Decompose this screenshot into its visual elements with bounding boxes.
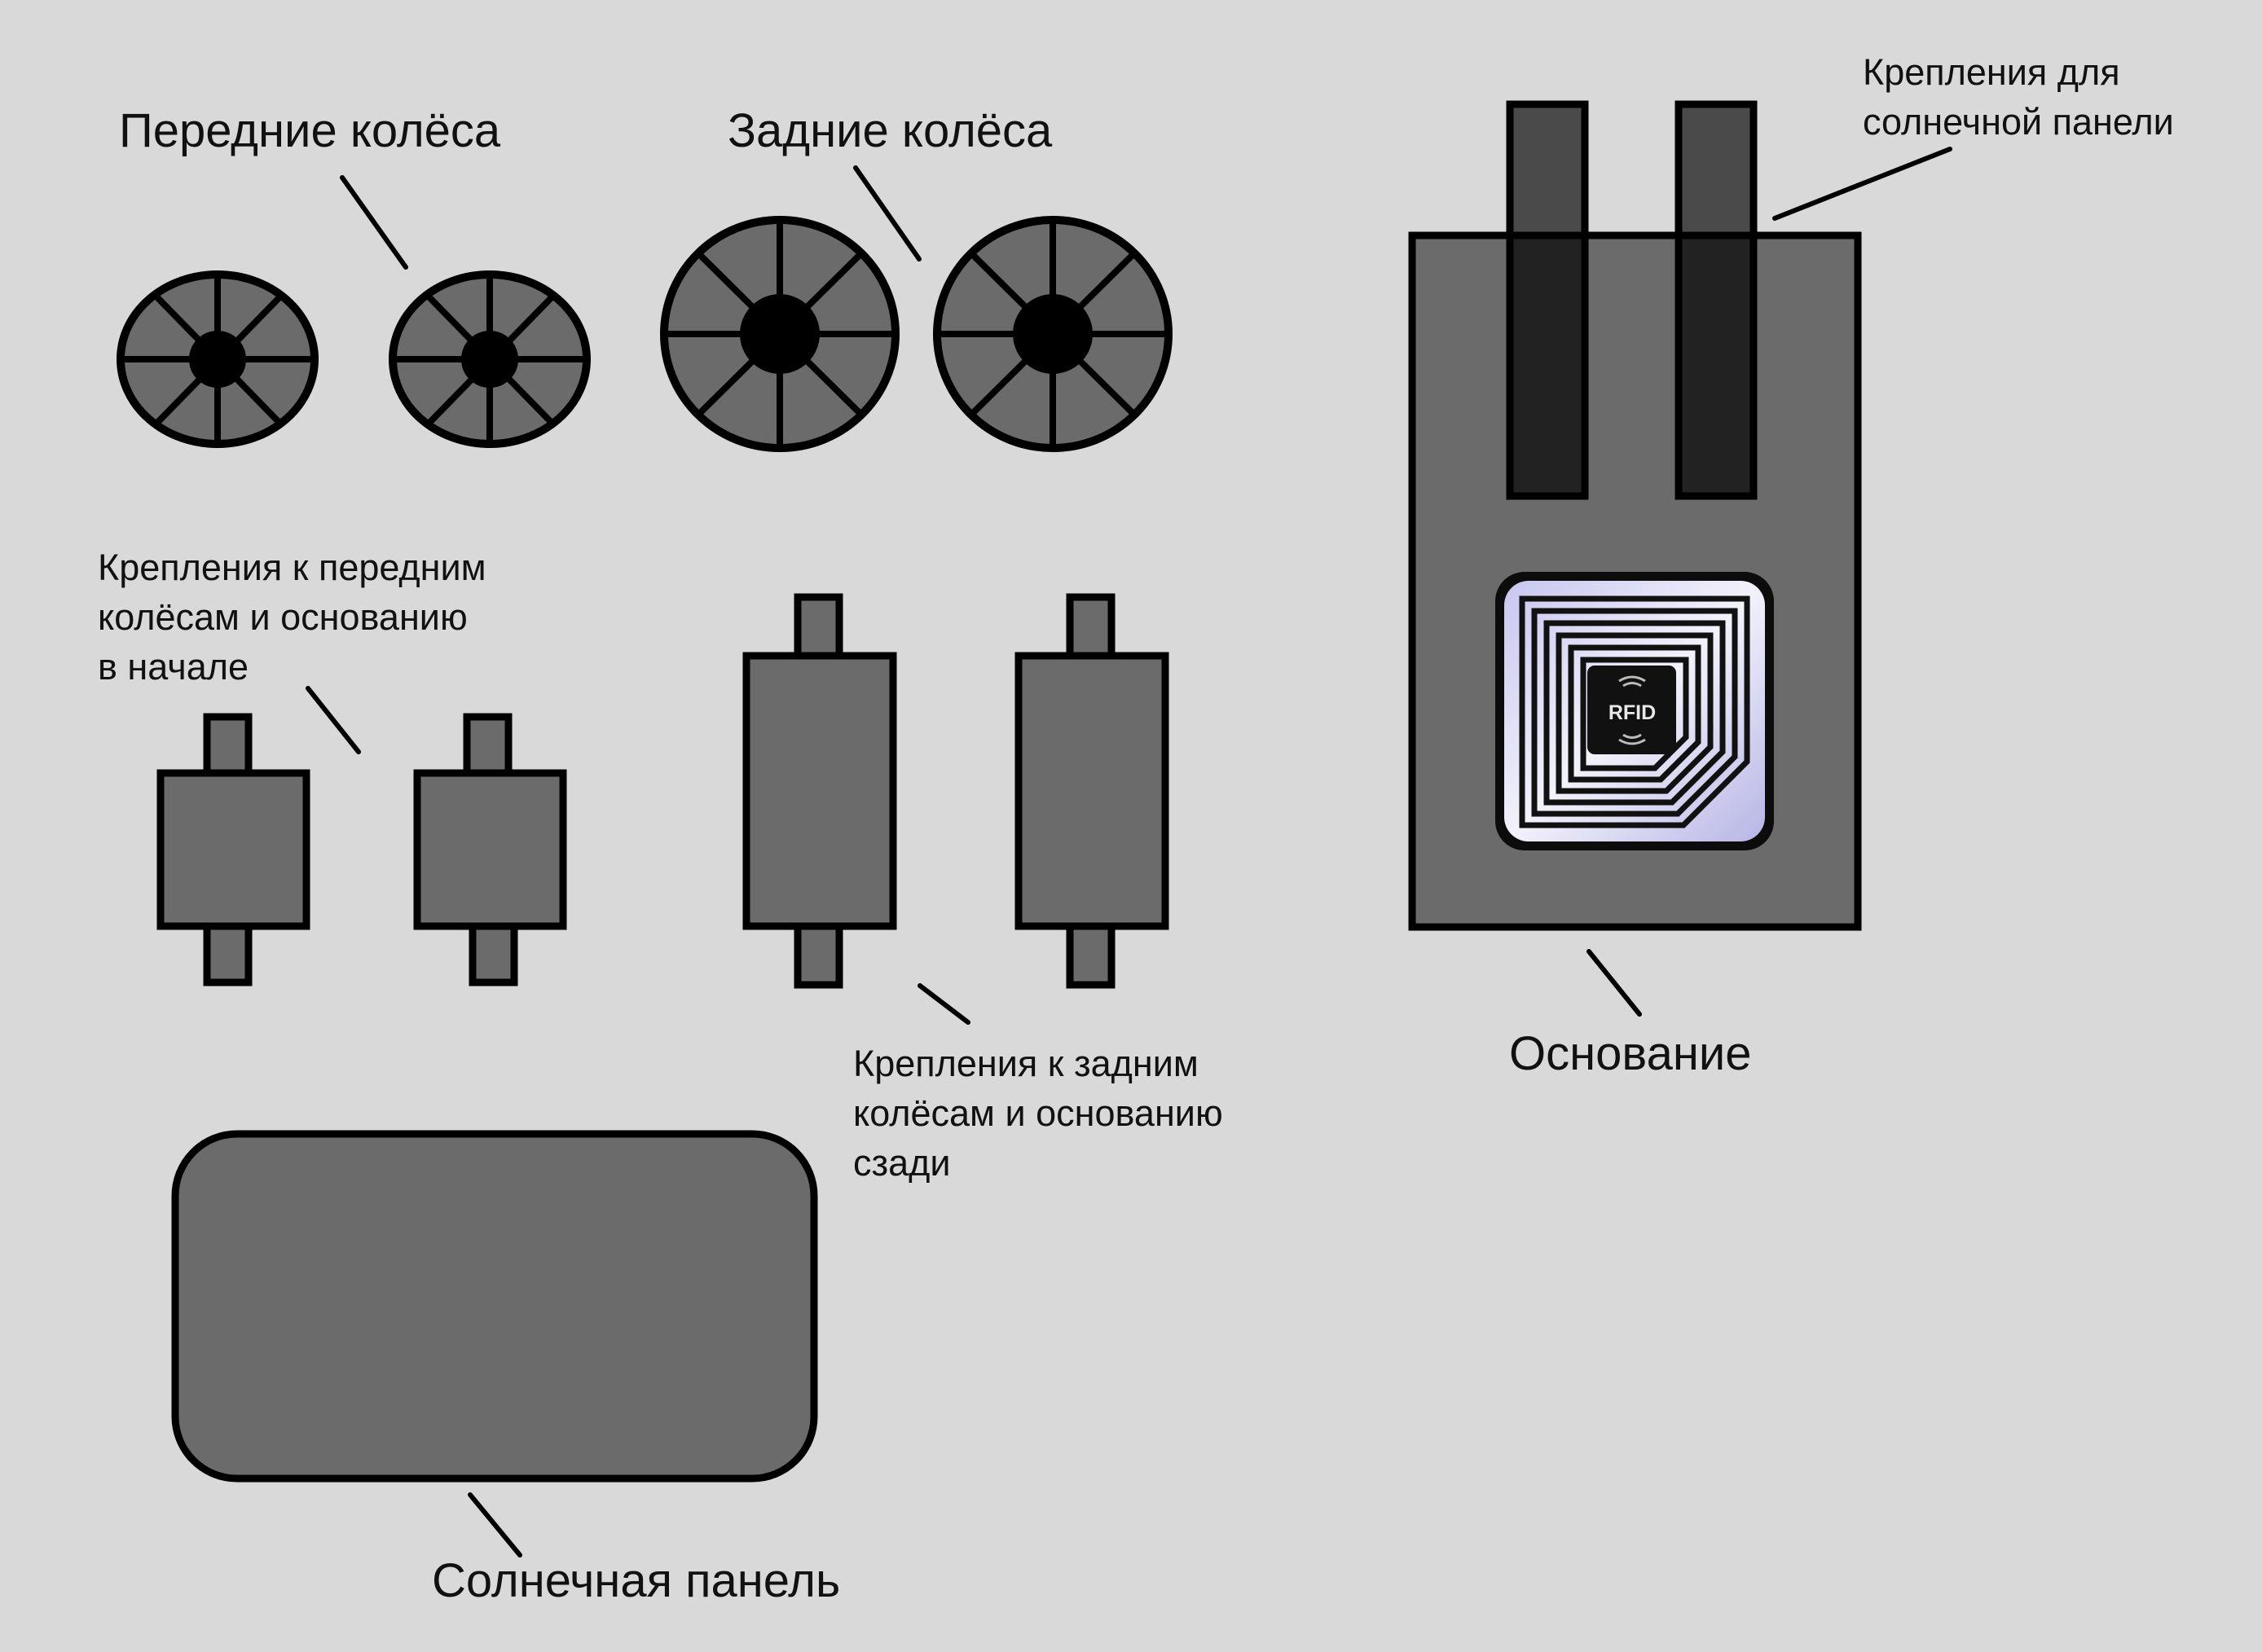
rear-wheel-left	[660, 216, 900, 452]
label-solar-mounts: Крепления для солнечной панели	[1863, 51, 2174, 143]
leader-front-mounts	[306, 686, 361, 754]
front-mount-left	[156, 713, 310, 986]
label-rear-mounts: Крепления к задним колёсам и основанию с…	[853, 1043, 1223, 1184]
rear-mount-left	[742, 593, 897, 989]
leader-solar-panel	[468, 1492, 522, 1558]
label-front-mounts: Крепления к передним колёсам и основанию…	[98, 547, 486, 688]
rfid-label: RFID	[1608, 701, 1656, 724]
leader-front-wheels	[340, 175, 408, 270]
rear-wheel-right	[933, 216, 1173, 452]
front-wheel-left	[117, 270, 319, 448]
label-solar-panel: Солнечная панель	[432, 1554, 841, 1607]
solar-mount-right	[1674, 100, 1758, 500]
solar-mount-left	[1506, 100, 1589, 500]
front-mount-right	[413, 713, 567, 986]
rfid-tag: RFID	[1495, 572, 1774, 850]
label-front-wheels: Передние колёса	[119, 104, 501, 157]
leader-base	[1586, 949, 1642, 1017]
solar-panel	[171, 1130, 818, 1483]
label-rear-wheels: Задние колёса	[728, 104, 1053, 157]
leader-rear-mounts	[918, 983, 970, 1025]
front-wheel-right	[389, 270, 591, 448]
rear-mount-right	[1014, 593, 1169, 989]
leader-solar-mounts	[1772, 147, 1952, 221]
label-base: Основание	[1509, 1027, 1752, 1080]
leader-rear-wheels	[853, 165, 922, 261]
